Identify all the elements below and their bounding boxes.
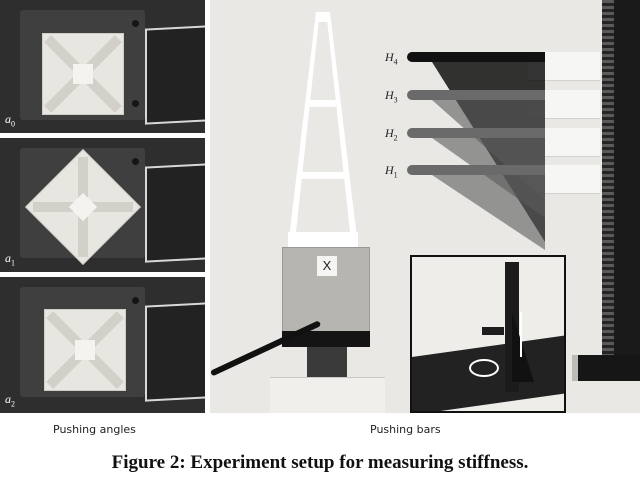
cube-specimen	[42, 33, 124, 115]
pushing-bars-photo: X H4 H3 H2 H1	[210, 0, 640, 413]
plate-hole	[132, 297, 139, 304]
panel-label: a0	[5, 111, 15, 128]
pushing-bar-h2	[407, 128, 545, 138]
plate-hole	[132, 20, 139, 27]
bar-label-h2: H2	[385, 126, 398, 143]
pushing-bar-small	[482, 327, 504, 335]
highlight-circle-icon	[469, 359, 499, 377]
base-ring	[282, 331, 370, 347]
sublabel-pushing-bars: Pushing bars	[370, 423, 441, 436]
setup-inset-photo	[410, 255, 566, 413]
pushing-bar-h3	[407, 90, 545, 100]
bar-label-h3: H3	[385, 88, 398, 105]
panel-a0: a0	[0, 0, 205, 133]
plate-hole	[132, 100, 139, 107]
pushing-bar-h1-brace	[432, 175, 545, 250]
pushing-bar-h1	[407, 165, 545, 175]
panel-a2: a2	[0, 277, 205, 413]
load-cell-stem	[307, 347, 347, 377]
sublabel-pushing-angles: Pushing angles	[53, 423, 136, 436]
panel-label: a1	[5, 250, 15, 267]
panel-label: a2	[5, 391, 15, 408]
bar-label-h1: H1	[385, 163, 398, 180]
bottom-plate	[270, 377, 385, 413]
figure-caption: Figure 2: Experiment setup for measuring…	[111, 452, 529, 473]
pushing-bar-h4	[407, 52, 545, 62]
plate-hole	[132, 158, 139, 165]
vertical-arrow-icon	[520, 312, 522, 357]
rail-foot	[572, 355, 640, 381]
tower-specimen	[288, 12, 358, 247]
sensor-housing: X	[282, 247, 370, 333]
pusher-block	[145, 163, 205, 263]
pusher-block	[145, 25, 205, 125]
pusher-block	[145, 302, 205, 402]
rail-teeth	[602, 0, 614, 360]
cable	[210, 320, 322, 377]
bar-label-h4: H4	[385, 50, 398, 67]
cube-specimen	[44, 309, 126, 391]
housing-x-label: X	[317, 256, 337, 276]
panel-a1: a1	[0, 138, 205, 272]
